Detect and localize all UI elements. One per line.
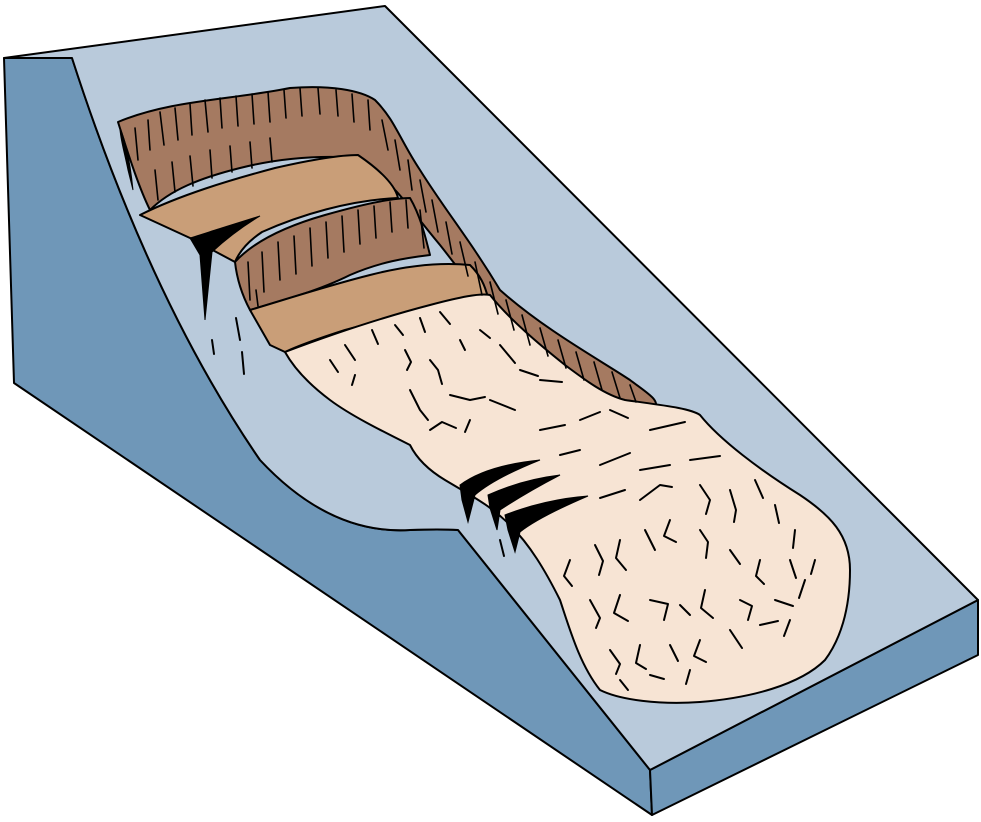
landslide-diagram: [0, 0, 981, 822]
landslide-block-diagram: [0, 0, 981, 822]
